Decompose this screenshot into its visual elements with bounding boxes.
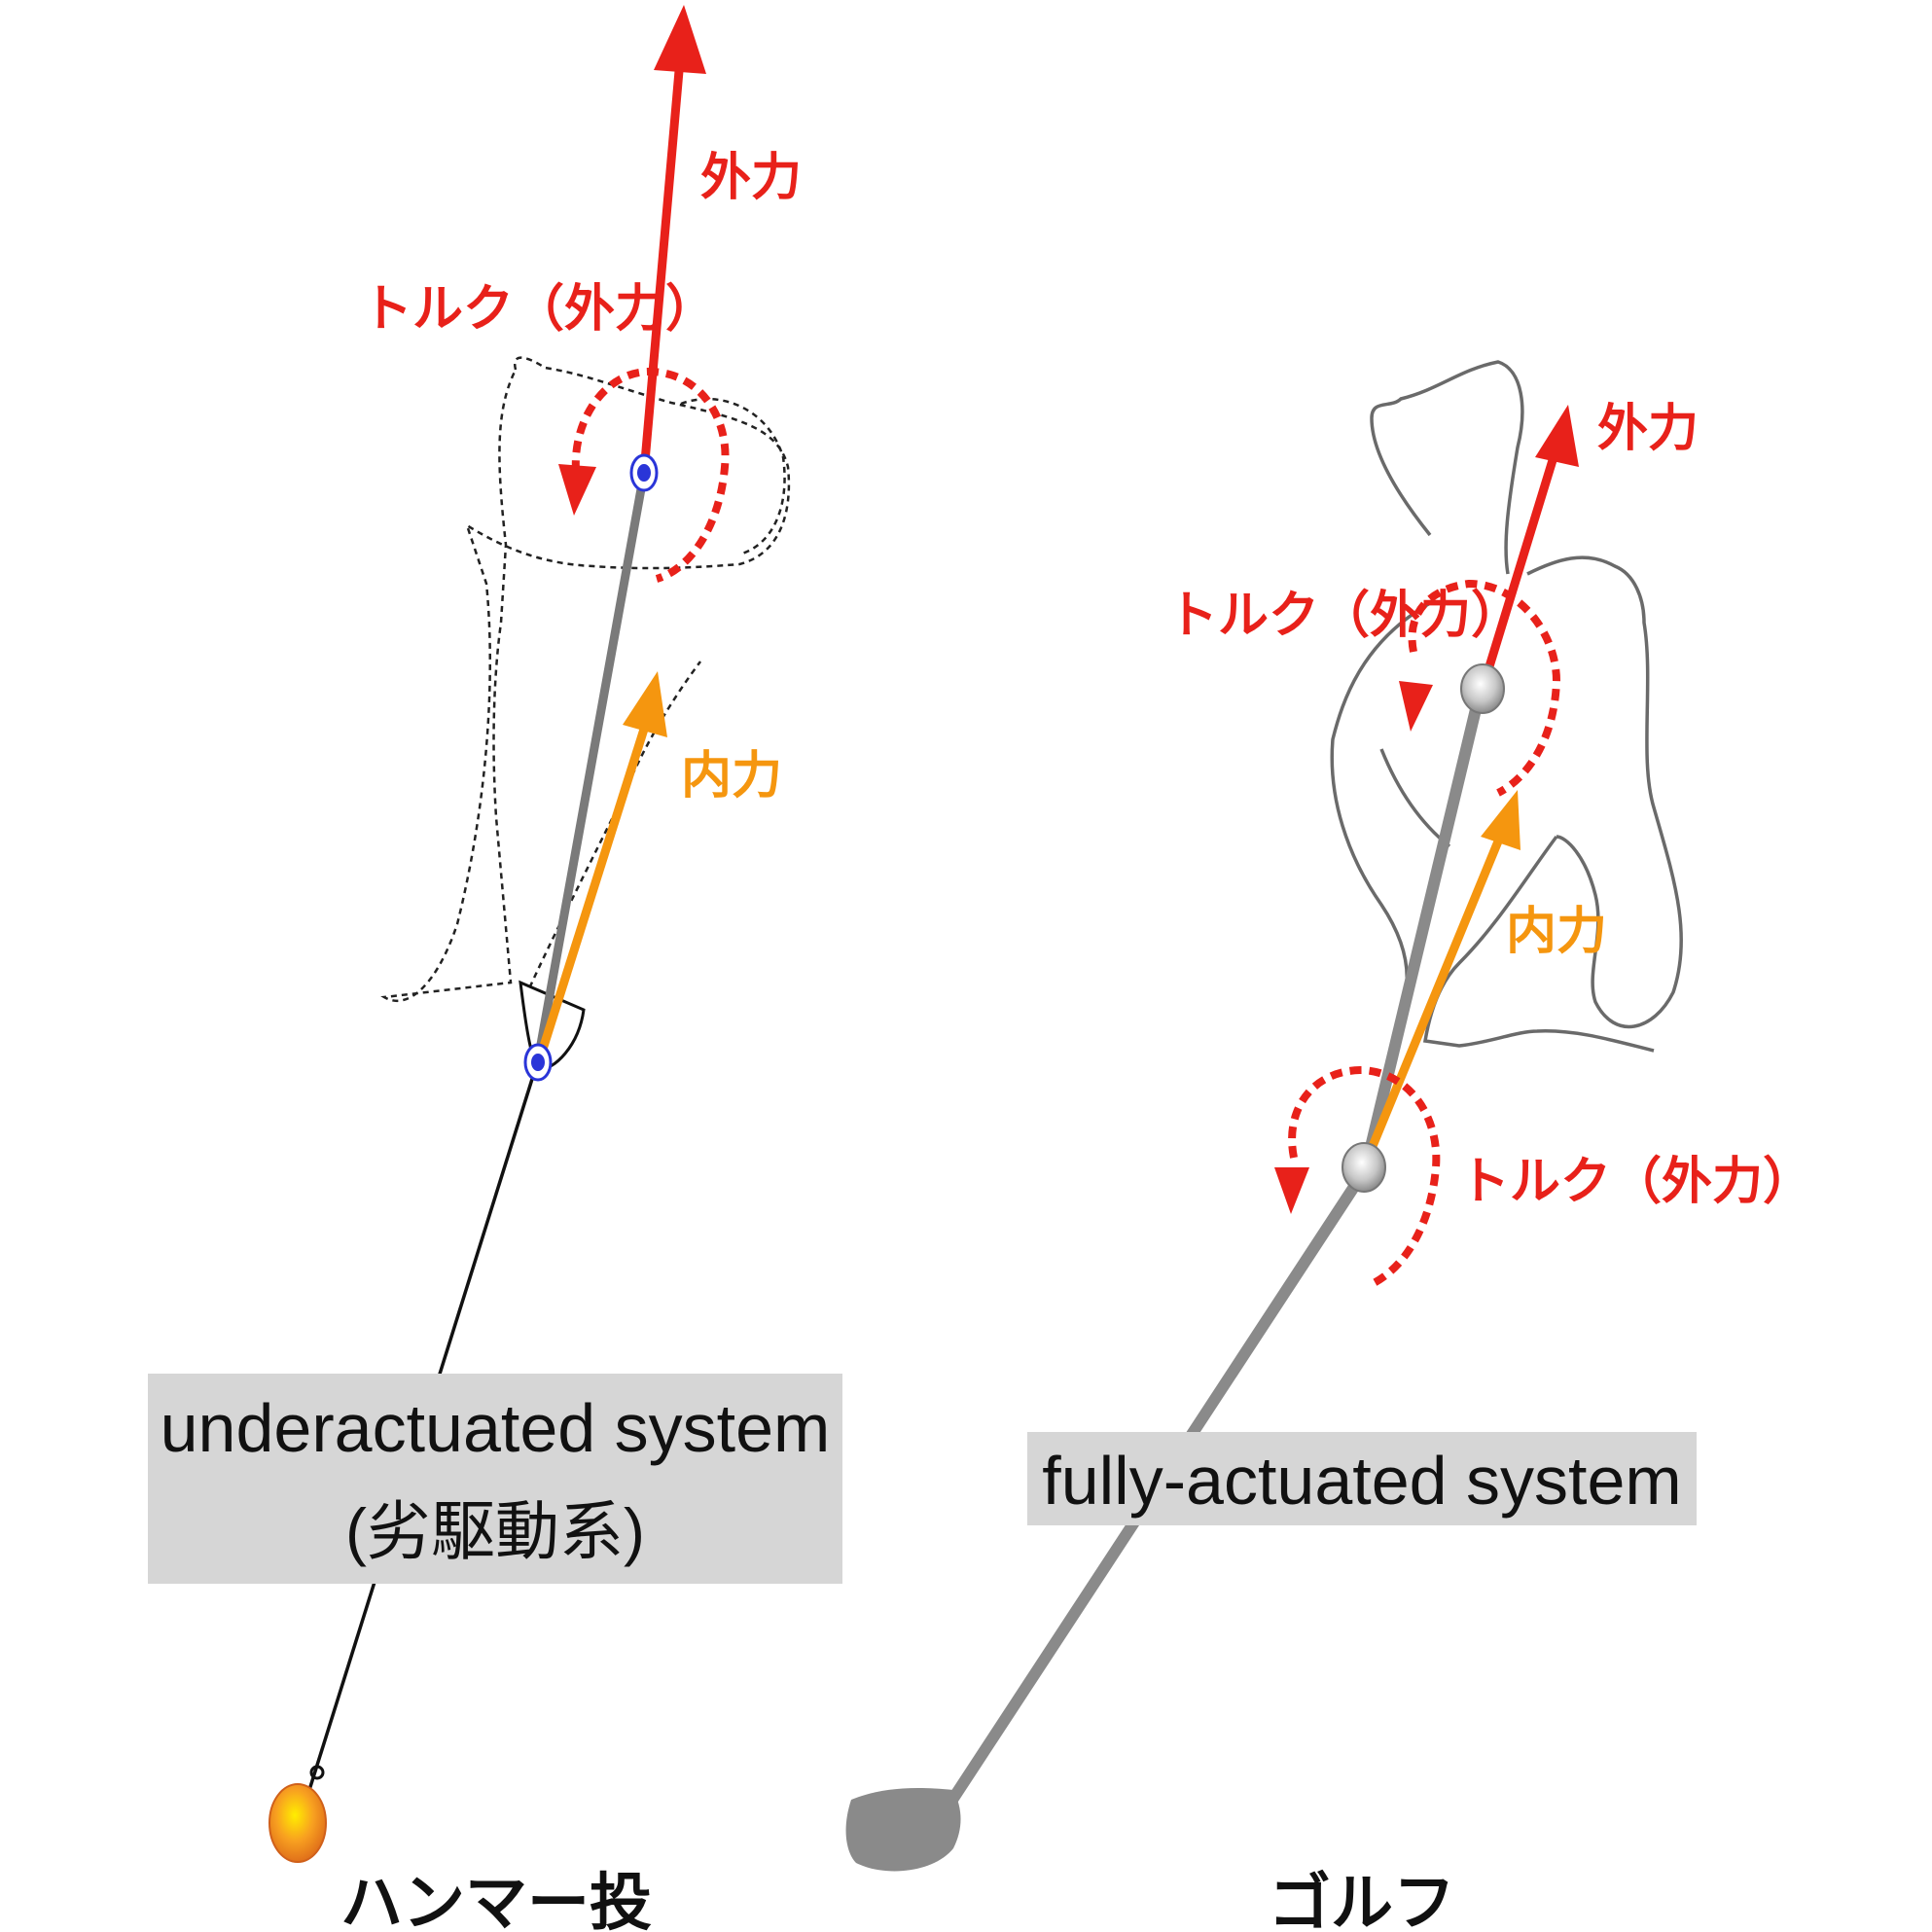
golf-external-force-arrow [1478, 446, 1561, 691]
golf-external-force-arrowhead [1535, 405, 1579, 467]
golf-internal-force-label: 内力 [1506, 903, 1607, 961]
golf-club-head [845, 1788, 961, 1872]
hammer-torque-arc [571, 367, 730, 583]
golf-external-force-label: 外力 [1597, 400, 1699, 458]
golf-lower-torque-label: トルク（外力） [1459, 1153, 1813, 1211]
golfer-outline [1330, 360, 1683, 1053]
golf-hand-joint [1342, 1142, 1386, 1193]
golf-upper-torque-arrowhead [1399, 681, 1433, 732]
hammer-torque-label: トルク（外力） [362, 280, 716, 339]
hammer-system-sublabel: (劣駆動系) [345, 1495, 645, 1567]
hammer-system-box [148, 1374, 842, 1584]
hammer-torque-arrowhead [558, 464, 596, 516]
golf-internal-force-arrowhead [1481, 790, 1521, 850]
golf-upper-torque-arc [1408, 579, 1561, 797]
golf-shoulder-joint [1460, 663, 1505, 714]
golf-system-box [1027, 1432, 1697, 1525]
hammer-caption: ハンマー投 [340, 1868, 652, 1932]
golf-arm-link [1360, 675, 1488, 1173]
hammer-ball-hook [309, 1765, 325, 1780]
hammer-hand-joint [523, 1043, 553, 1082]
hammer-thrower-outline [380, 356, 791, 1003]
golf-upper-torque-label: トルク（外力） [1167, 587, 1521, 645]
hammer-shoulder-joint [629, 453, 659, 492]
golf-system-label: fully-actuated system [1042, 1443, 1681, 1519]
golf-internal-force-arrow [1359, 835, 1505, 1169]
golf-lower-torque-arrowhead [1274, 1167, 1309, 1214]
hammer-system-label: underactuated system [161, 1390, 831, 1466]
hammer-external-force-label: 外力 [700, 149, 802, 207]
hammer-internal-force-arrowhead [623, 671, 667, 737]
hammer-ball [268, 1783, 327, 1863]
hammer-external-force-arrow [639, 48, 686, 474]
golf-lower-torque-arc [1288, 1065, 1441, 1288]
golf-caption: ゴルフ [1269, 1868, 1455, 1932]
hammer-internal-force-arrow [535, 718, 652, 1060]
hammer-external-force-arrowhead [654, 5, 706, 74]
hammer-arm-link [533, 468, 649, 1065]
hammer-internal-force-label: 内力 [681, 747, 782, 805]
